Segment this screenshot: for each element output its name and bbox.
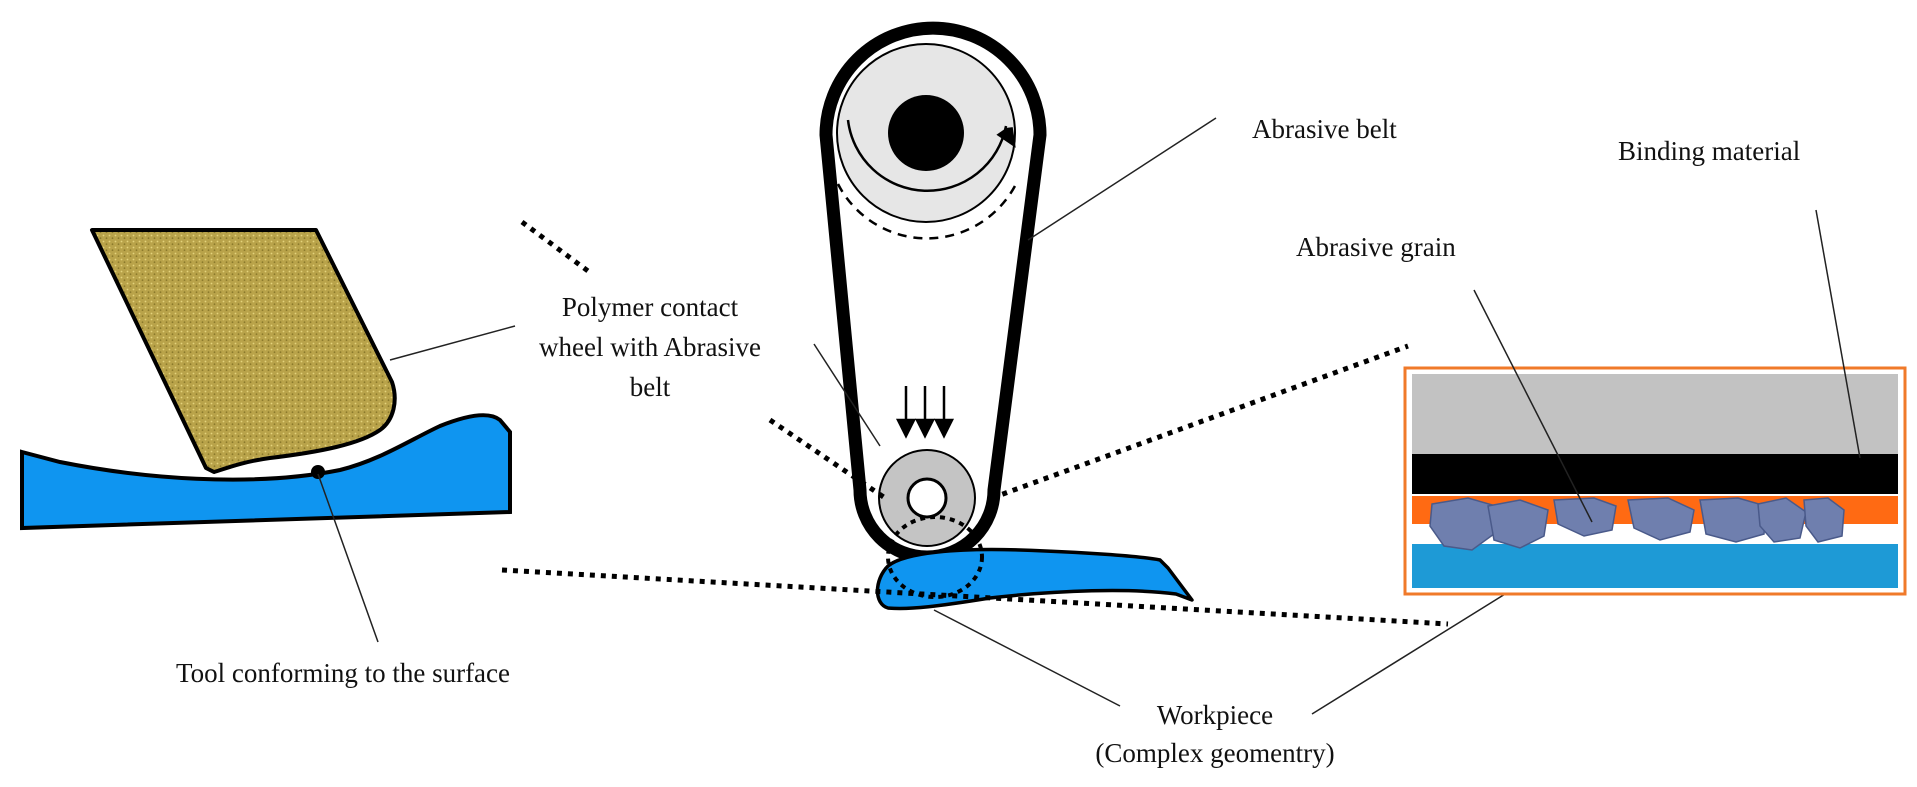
workpiece-leader-left (933, 609, 1121, 707)
label-polymer-wheel-2: wheel with Abrasive (539, 332, 761, 362)
belt-cross-section-inset (1403, 209, 1907, 596)
zoom-circle (886, 515, 984, 599)
polymer-wheel-leader-right (813, 343, 881, 447)
grain (1757, 497, 1807, 543)
abrasive-tool (90, 228, 397, 474)
force-arrows-icon (895, 386, 955, 439)
grain (1803, 497, 1845, 543)
grain (1699, 497, 1767, 543)
label-abrasive-grain: Abrasive grain (1296, 232, 1456, 262)
abrasive-grains (1429, 497, 1845, 551)
label-tool-conforming: Tool conforming to the surface (176, 658, 510, 688)
workpiece-leader-right (1311, 585, 1519, 715)
abrasive-belt-leader (1027, 117, 1217, 241)
grain (1627, 497, 1695, 541)
left-detail (20, 228, 516, 643)
belt-grinder (813, 21, 1519, 715)
backing-layer (1412, 374, 1898, 454)
contact-point (311, 465, 325, 479)
label-workpiece-2: (Complex geomentry) (1095, 738, 1334, 768)
contact-wheel-hub (906, 477, 948, 519)
drive-shaft (888, 95, 964, 171)
rotation-arrow (846, 119, 1008, 193)
label-workpiece-1: Workpiece (1157, 700, 1273, 730)
substrate-layer (1412, 544, 1898, 588)
polymer-wheel-leader-left (389, 325, 516, 361)
label-polymer-wheel-3: belt (630, 372, 671, 402)
binding-material-leader (1815, 209, 1861, 459)
rotation-arrowhead-icon (996, 127, 1016, 148)
grain (1487, 499, 1549, 549)
grain (1429, 497, 1497, 551)
tool-conforming-leader (317, 473, 379, 643)
label-abrasive-belt: Abrasive belt (1252, 114, 1397, 144)
grain (1553, 497, 1617, 537)
label-binding-material: Binding material (1618, 136, 1800, 166)
binding-material-layer (1412, 454, 1898, 494)
center-workpiece (875, 547, 1194, 611)
projection-lines (501, 219, 1449, 627)
label-polymer-wheel-1: Polymer contact (562, 292, 739, 322)
left-workpiece-surface (20, 413, 512, 531)
abrasive-grain-leader (1473, 289, 1593, 523)
